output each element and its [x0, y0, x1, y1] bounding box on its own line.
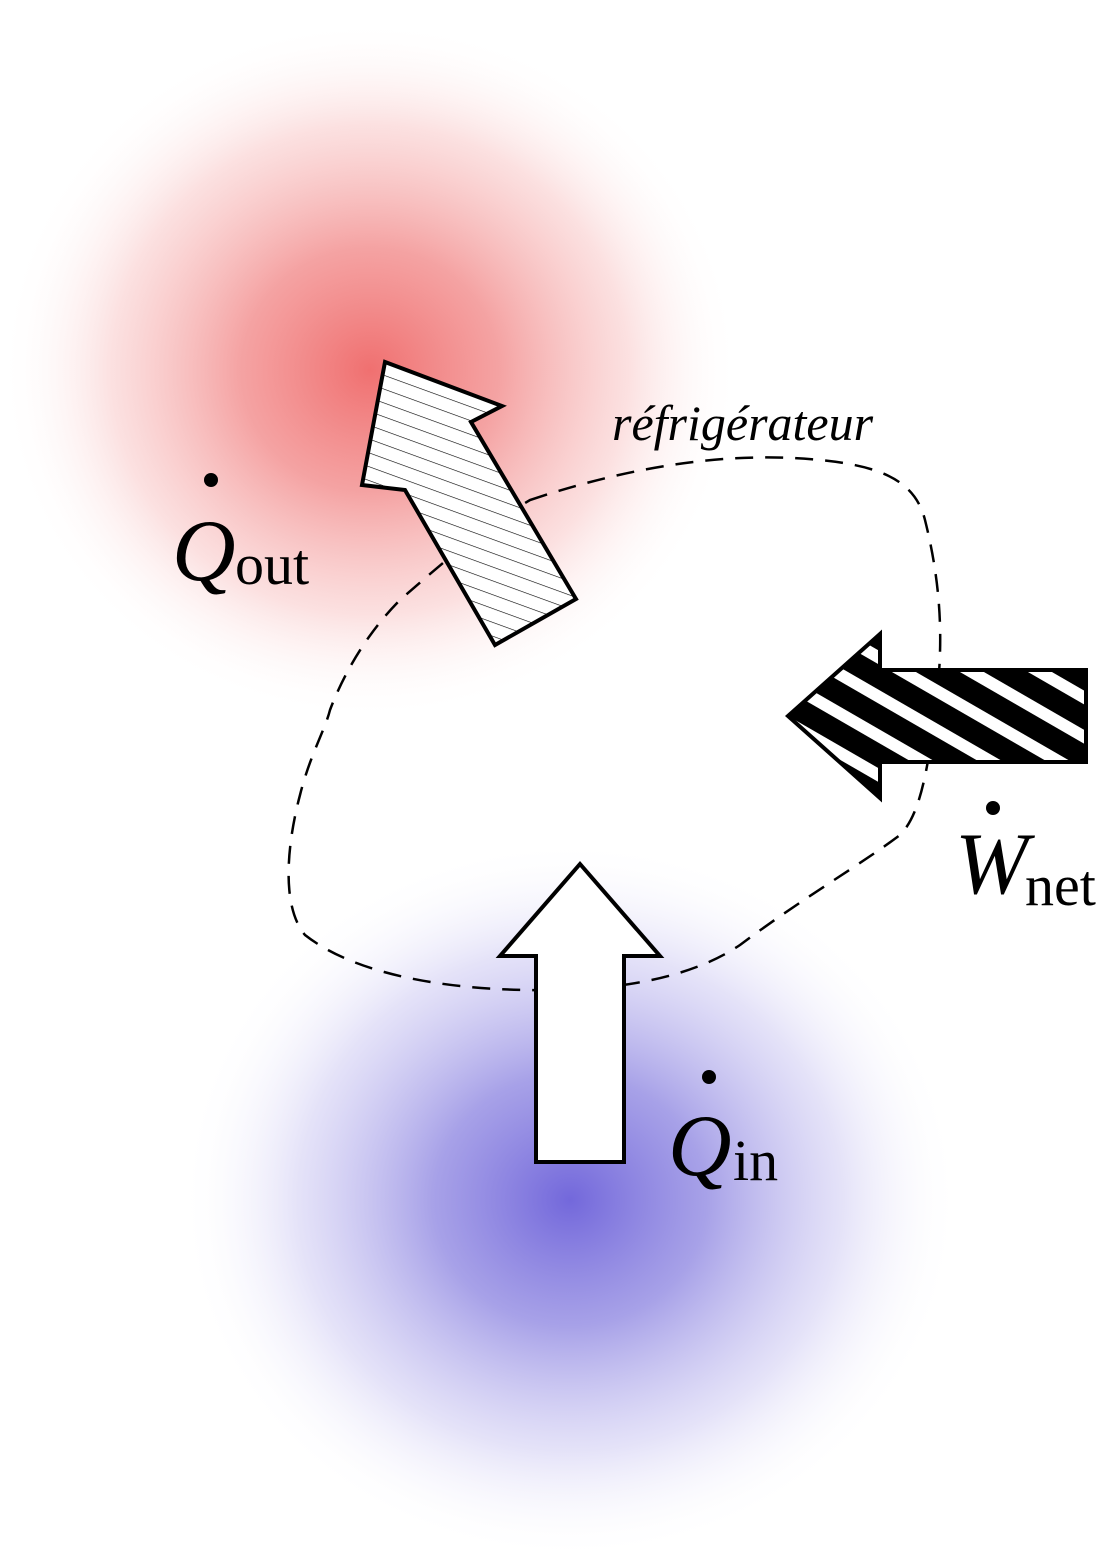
- cold-reservoir: [180, 840, 960, 1555]
- heat-out-dot: [204, 473, 218, 487]
- work-arrow: [784, 629, 1088, 803]
- heat-in-label: Q in: [668, 1070, 778, 1195]
- work-label: W net: [955, 801, 1096, 918]
- work-subscript: net: [1025, 853, 1096, 918]
- heat-in-symbol: Q: [668, 1098, 732, 1195]
- heat-out-arrow: [359, 359, 579, 648]
- heat-in-subscript: in: [733, 1128, 778, 1193]
- work-symbol: W: [955, 816, 1035, 913]
- work-dot: [986, 801, 1000, 815]
- heat-in-arrow: [495, 860, 665, 1164]
- heat-in-dot: [702, 1070, 716, 1084]
- hot-reservoir: [0, 20, 740, 720]
- heat-out-label: Q out: [172, 473, 309, 600]
- system-boundary: [287, 456, 942, 992]
- system-label: réfrigérateur: [612, 395, 874, 451]
- heat-out-subscript: out: [235, 532, 309, 597]
- heat-out-symbol: Q: [172, 503, 236, 600]
